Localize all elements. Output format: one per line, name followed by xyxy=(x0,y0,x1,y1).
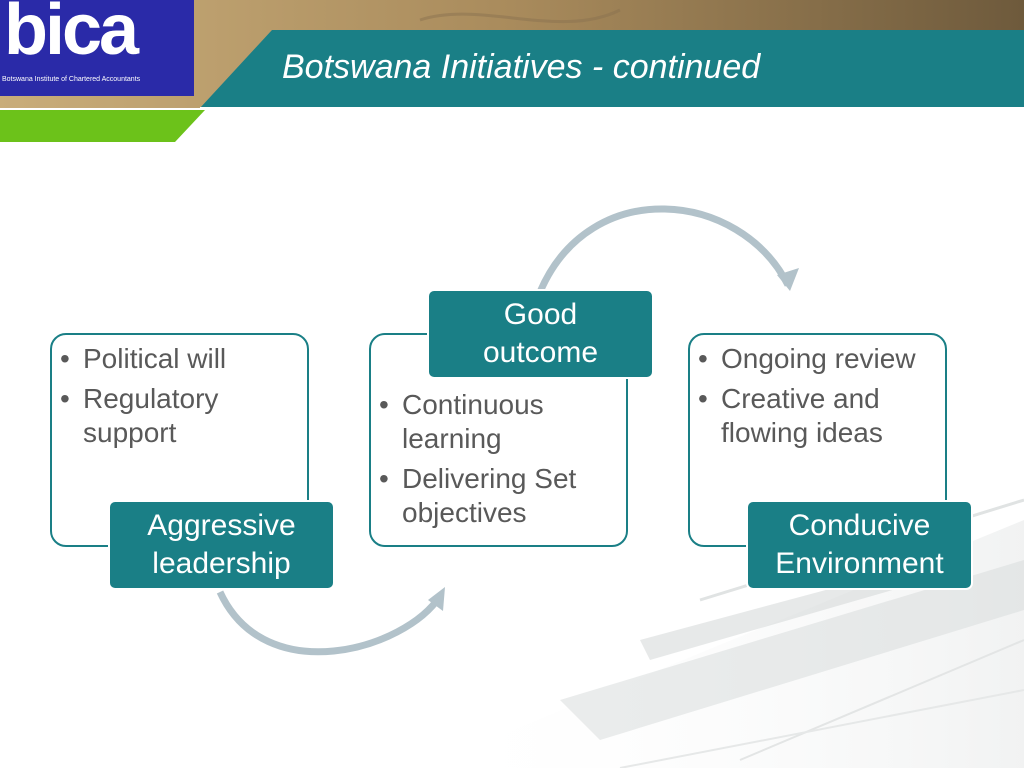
bullet-item: Continuous learning xyxy=(375,388,620,456)
label-line: leadership xyxy=(152,547,291,580)
logo-subtitle: Botswana Institute of Chartered Accounta… xyxy=(2,76,141,83)
label-line: Good xyxy=(503,298,578,331)
bullet-item: Creative and flowing ideas xyxy=(694,382,939,450)
bullet-item: Delivering Set objectives xyxy=(375,462,620,530)
slide-title: Botswana Initiatives - continued xyxy=(282,48,761,86)
bullets-good-outcome: Continuous learning Delivering Set objec… xyxy=(375,388,620,536)
slide-header: bica Botswana Institute of Chartered Acc… xyxy=(0,0,1024,142)
label-conducive-environment: Conducive Environment xyxy=(748,502,971,588)
label-line: outcome xyxy=(482,336,599,369)
label-line: Conducive xyxy=(788,509,931,542)
bullets-conducive-environment: Ongoing review Creative and flowing idea… xyxy=(694,342,939,456)
bullet-item: Regulatory support xyxy=(56,382,301,450)
label-aggressive-leadership: Aggressive leadership xyxy=(110,502,333,588)
bullet-item: Ongoing review xyxy=(694,342,939,376)
label-line: Aggressive xyxy=(147,509,296,542)
bullet-item: Political will xyxy=(56,342,301,376)
logo-letters: bica xyxy=(4,0,139,70)
label-line: Environment xyxy=(775,547,944,580)
bica-logo: bica Botswana Institute of Chartered Acc… xyxy=(0,0,194,96)
bullets-aggressive-leadership: Political will Regulatory support xyxy=(56,342,301,456)
label-good-outcome: Good outcome xyxy=(429,291,652,377)
